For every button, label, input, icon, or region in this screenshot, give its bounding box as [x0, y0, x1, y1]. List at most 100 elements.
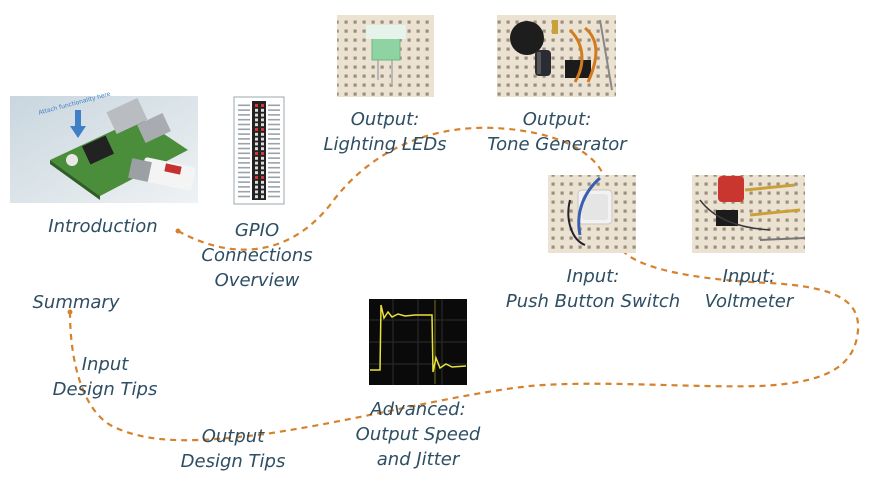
- gpio-pin: [261, 185, 264, 189]
- journey-path: [68, 126, 860, 442]
- gpio-pin-label-mark: [238, 157, 250, 159]
- gpio-pin: [255, 108, 258, 112]
- gpio-pin-label-mark: [268, 190, 280, 193]
- gpio-pin: [255, 166, 258, 170]
- gpio-pin-label-mark: [238, 142, 250, 145]
- gpio-pin: [255, 113, 258, 117]
- gpio-pin: [255, 190, 258, 194]
- topic-line: Advanced:: [370, 399, 466, 420]
- gpio-pin: [261, 123, 264, 127]
- gpio-pin: [261, 132, 264, 136]
- gpio-pin: [261, 180, 264, 184]
- topic-output-leds: Output: Lighting LEDs: [320, 107, 450, 157]
- topic-line: Overview: [214, 270, 300, 291]
- gpio-pin-label-mark: [268, 123, 280, 126]
- gpio-pin: [255, 195, 258, 199]
- topic-summary: Summary: [24, 290, 128, 315]
- gpio-pin: [255, 152, 258, 155]
- topic-line: Design Tips: [52, 379, 158, 400]
- path-start-dot: [175, 228, 181, 234]
- gpio-pin-label-mark: [238, 128, 250, 131]
- gpio-pin: [255, 185, 258, 189]
- voltmeter-photo: [692, 175, 806, 253]
- topic-output-tone: Output: Tone Generator: [482, 107, 632, 157]
- topic-line: Introduction: [48, 216, 158, 237]
- gpio-pin-label-mark: [268, 186, 280, 188]
- gpio-pin-label-mark: [238, 123, 250, 126]
- push-button-photo: [548, 175, 636, 253]
- gpio-pin: [261, 147, 264, 151]
- topic-line: Output:: [522, 109, 592, 130]
- gpio-pin-label-mark: [268, 138, 280, 140]
- gpio-pin-label-mark: [268, 152, 280, 155]
- gpio-pin-label-mark: [268, 166, 280, 169]
- gpio-pin: [261, 161, 264, 165]
- gpio-pin: [261, 104, 264, 107]
- gpio-pin-label-mark: [268, 133, 280, 135]
- gpio-pin: [255, 118, 258, 122]
- topic-line: Output: [201, 426, 265, 447]
- gpio-pin: [261, 195, 264, 199]
- topic-input-tips: Input Design Tips: [44, 352, 166, 402]
- gpio-pin: [255, 161, 258, 165]
- tone-generator-photo: [497, 15, 616, 97]
- gpio-pin: [255, 176, 258, 179]
- topic-line: GPIO: [234, 220, 280, 241]
- gpio-pin-label-mark: [238, 171, 250, 174]
- topic-line: Input:: [566, 266, 620, 287]
- topic-line: Tone Generator: [487, 134, 627, 155]
- gpio-pin-label-mark: [238, 138, 250, 140]
- gpio-pin: [255, 137, 258, 141]
- gpio-pin: [261, 152, 264, 155]
- gpio-pin-label-mark: [238, 118, 250, 121]
- topic-line: Input:: [722, 266, 776, 287]
- gpio-pin-label-mark: [238, 114, 250, 116]
- path-end-dot: [67, 309, 73, 315]
- gpio-pin-label-mark: [268, 162, 280, 164]
- gpio-pin-label-mark: [268, 147, 280, 150]
- topic-line: Input: [81, 354, 129, 375]
- gpio-pin-label-mark: [238, 190, 250, 193]
- gpio-pin-label-mark: [238, 162, 250, 164]
- gpio-pin: [255, 180, 258, 184]
- gpio-pin: [261, 171, 264, 175]
- gpio-pin: [261, 166, 264, 170]
- topic-introduction: Introduction: [48, 214, 158, 239]
- topic-line: Voltmeter: [704, 291, 794, 312]
- gpio-pin: [261, 128, 264, 131]
- gpio-pin-label-mark: [268, 109, 280, 111]
- gpio-pin: [255, 132, 258, 136]
- gpio-pin-label-mark: [238, 133, 250, 135]
- gpio-pin: [261, 156, 264, 160]
- gpio-pin-label-mark: [268, 157, 280, 159]
- gpio-pin: [255, 147, 258, 151]
- oscilloscope-photo: [369, 299, 467, 385]
- gpio-header-photo: [233, 96, 285, 205]
- gpio-pin-label-mark: [268, 171, 280, 174]
- gpio-pin: [255, 156, 258, 160]
- gpio-pin-label-mark: [238, 109, 250, 111]
- topic-gpio: GPIO Connections Overview: [196, 218, 318, 293]
- gpio-pin: [255, 128, 258, 131]
- gpio-pin-label-mark: [238, 152, 250, 155]
- gpio-pin: [261, 137, 264, 141]
- gpio-pin: [255, 123, 258, 127]
- topic-line: Design Tips: [180, 451, 286, 472]
- topic-line: Output Speed: [355, 424, 481, 445]
- gpio-pin: [261, 176, 264, 179]
- topic-line: Summary: [32, 292, 120, 313]
- topic-line: Lighting LEDs: [323, 134, 447, 155]
- gpio-pin-label-mark: [238, 176, 250, 179]
- topic-line: Output:: [350, 109, 420, 130]
- topic-line: and Jitter: [376, 449, 460, 470]
- gpio-pin: [255, 104, 258, 107]
- led-breadboard-photo: [337, 15, 434, 97]
- gpio-pin-label-mark: [238, 181, 250, 183]
- gpio-pin: [255, 142, 258, 146]
- gpio-pin: [261, 142, 264, 146]
- topic-input-voltmeter: Input: Voltmeter: [696, 264, 802, 314]
- gpio-pin-label-mark: [268, 128, 280, 131]
- topic-input-button: Input: Push Button Switch: [500, 264, 686, 314]
- gpio-pin-label-mark: [268, 176, 280, 179]
